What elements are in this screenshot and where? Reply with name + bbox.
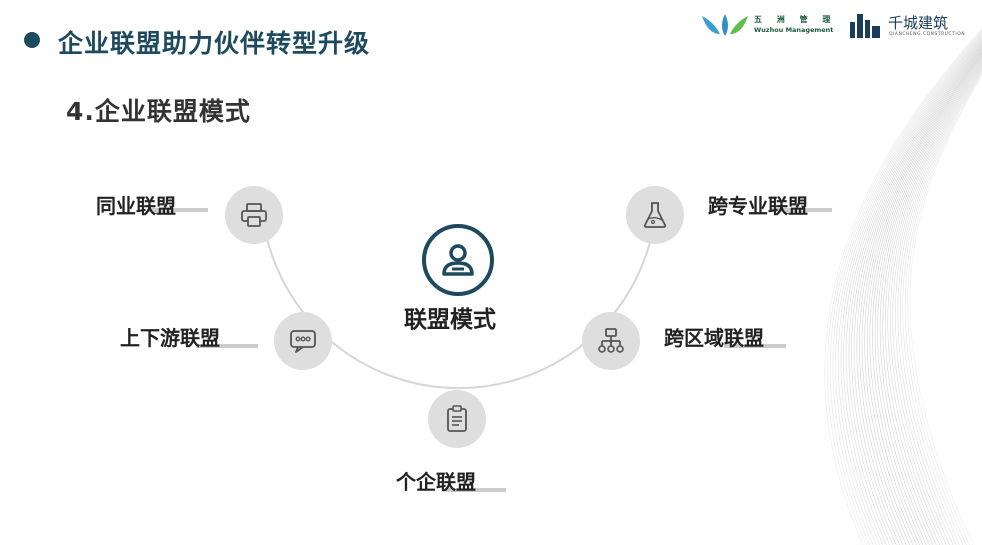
label-underline (446, 488, 506, 492)
wave-line (824, 28, 982, 545)
wave-line (897, 66, 982, 545)
wave-line (832, 32, 982, 545)
wave-line (840, 36, 982, 545)
center-label: 联盟模式 (404, 307, 496, 333)
label-underline (724, 344, 786, 348)
label-underline (770, 208, 832, 212)
wave-line (837, 34, 982, 545)
chat-bubble-icon (290, 330, 316, 353)
qiancheng-logo-cn: 千城建筑 (888, 14, 949, 32)
node-label-cross-discipline-alliance: 跨专业联盟 (708, 194, 808, 218)
qiancheng-logo: 千城建筑 QIANCHENG CONSTRUCTION (848, 12, 968, 40)
label-underline (148, 208, 208, 212)
wave-line (909, 73, 982, 545)
wave-line (874, 53, 982, 545)
node-cross-region-alliance (582, 312, 640, 370)
sitemap-icon (598, 328, 624, 353)
wave-line (879, 56, 982, 545)
clipboard-icon (447, 405, 467, 432)
wave-line (877, 55, 982, 545)
node-label-peer-alliance: 同业联盟 (96, 194, 176, 218)
wave-line (827, 29, 982, 545)
node-peer-alliance (225, 186, 283, 244)
center-user-circle (422, 224, 494, 296)
wave-line (902, 69, 982, 545)
wave-line (872, 52, 982, 545)
wave-line (864, 48, 982, 545)
wave-line (845, 38, 982, 545)
node-individual-alliance (428, 390, 486, 448)
wave-line (882, 57, 982, 545)
qiancheng-logo-en: QIANCHENG CONSTRUCTION (889, 32, 966, 37)
user-icon (442, 244, 474, 276)
node-label-supply-chain-alliance: 上下游联盟 (120, 326, 220, 350)
wave-line (892, 63, 982, 545)
wave-line (851, 41, 982, 545)
printer-icon (241, 203, 267, 227)
wave-line (869, 50, 982, 545)
leaf-drop-icon (702, 14, 748, 36)
wave-line (861, 46, 982, 545)
wuzhou-logo: 五 洲 管 理 Wuzhou Management (700, 10, 834, 40)
wave-line (835, 33, 982, 545)
node-cross-discipline-alliance (626, 186, 684, 244)
wave-line (907, 72, 982, 545)
wave-line (848, 40, 982, 545)
wave-line (887, 60, 982, 545)
title-bullet (24, 32, 40, 48)
wave-line (853, 42, 982, 545)
wave-line (856, 44, 982, 545)
wave-line (859, 45, 982, 545)
node-supply-chain-alliance (274, 312, 332, 370)
wuzhou-logo-en: Wuzhou Management (754, 26, 834, 34)
building-icon (850, 14, 880, 38)
page-title: 企业联盟助力伙伴转型升级 (58, 29, 371, 58)
wave-line (889, 62, 982, 545)
node-label-cross-region-alliance: 跨区域联盟 (664, 326, 764, 350)
wave-line (895, 64, 982, 545)
node-label-individual-alliance: 个企联盟 (396, 470, 476, 494)
label-underline (196, 344, 258, 348)
wave-line (904, 70, 982, 545)
wuzhou-logo-cn: 五 洲 管 理 (754, 15, 837, 24)
wave-line (884, 59, 982, 545)
wave-line (867, 49, 982, 545)
flask-icon (643, 202, 667, 228)
section-subtitle: 4.企业联盟模式 (66, 97, 251, 126)
wave-line (900, 67, 982, 545)
wave-line (843, 37, 982, 545)
wave-line (829, 30, 982, 545)
